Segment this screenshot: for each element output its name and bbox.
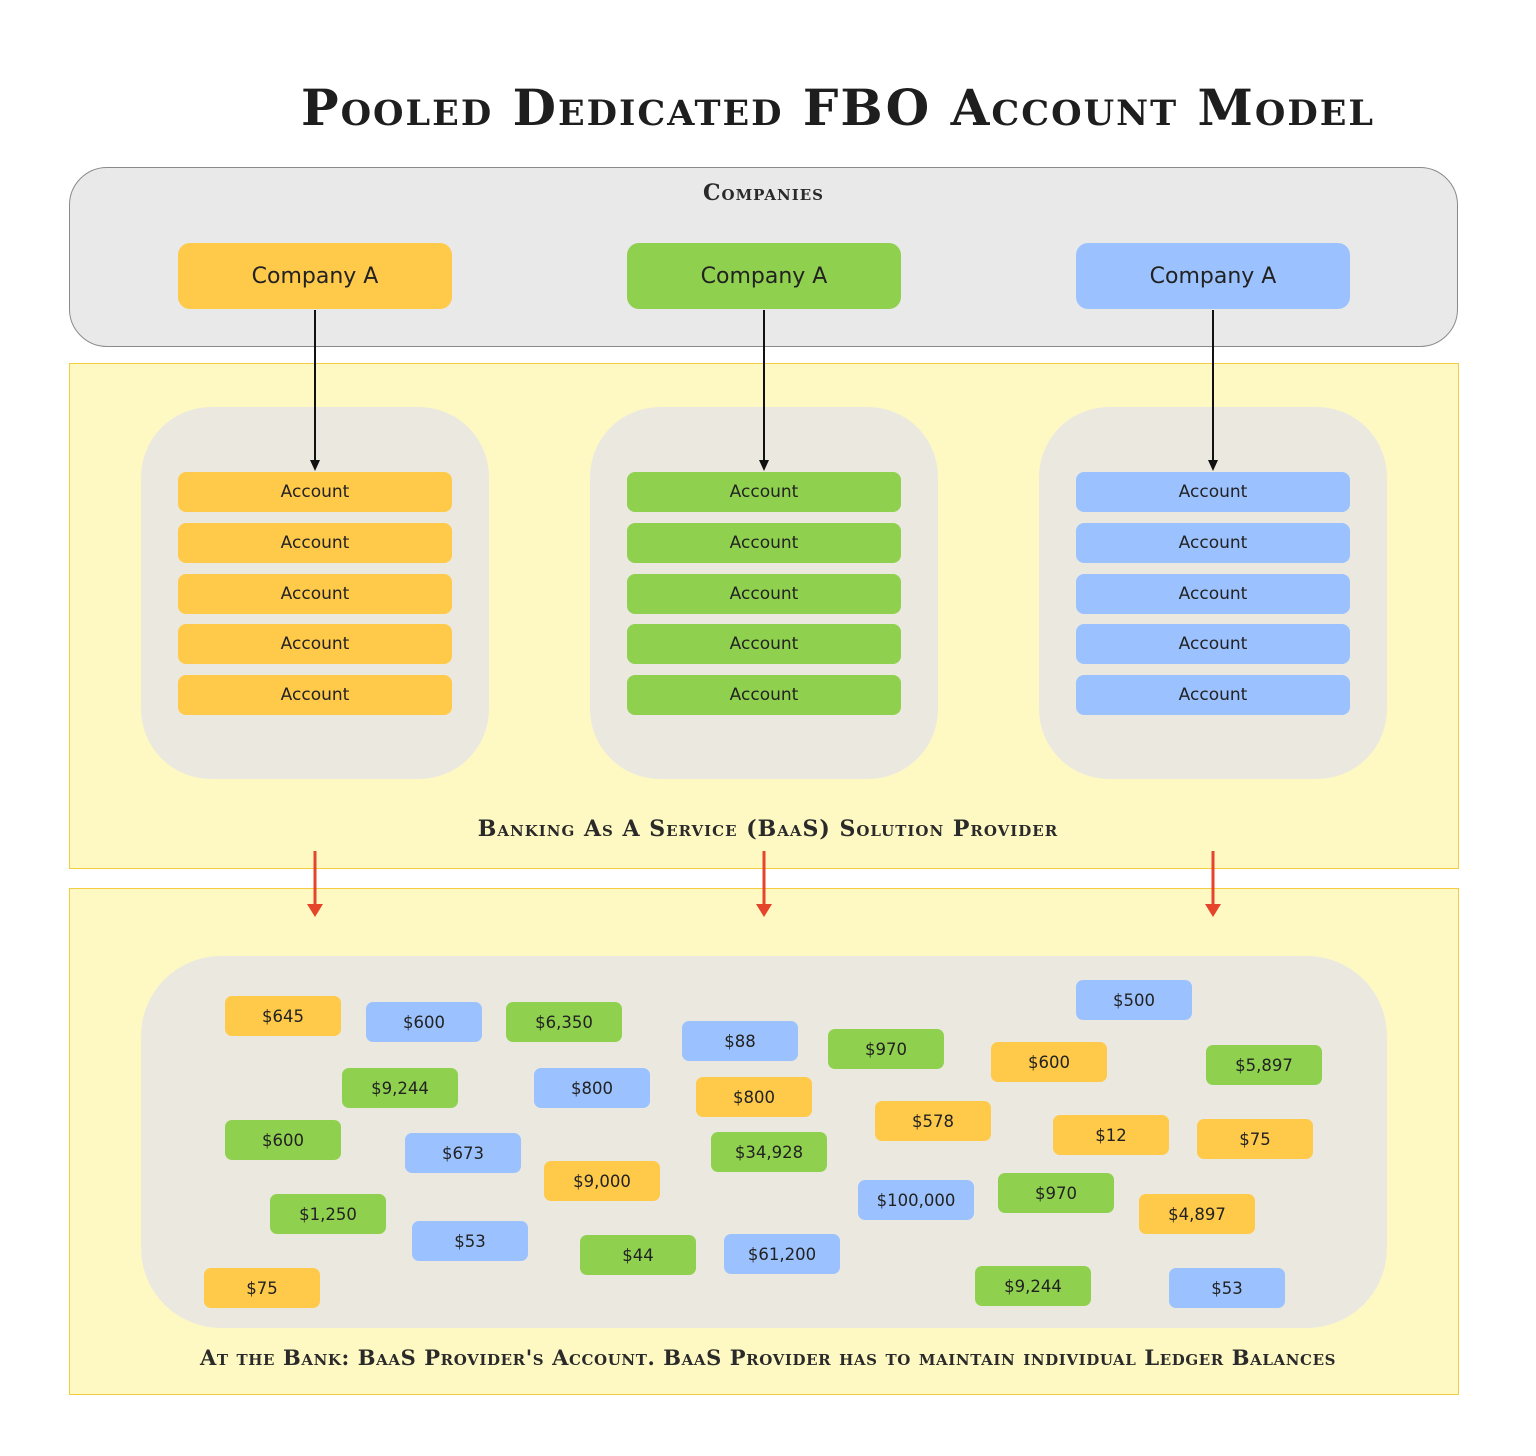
ledger-balance: $600 xyxy=(225,1120,341,1160)
company-box-blue[interactable]: Company A xyxy=(1076,243,1350,309)
account-item[interactable]: Account xyxy=(178,523,452,563)
ledger-balance: $800 xyxy=(696,1077,812,1117)
company-box-yellow[interactable]: Company A xyxy=(178,243,452,309)
account-item[interactable]: Account xyxy=(178,675,452,715)
page-title: Pooled Dedicated FBO Account Model xyxy=(300,78,1376,137)
red-arrow-icon xyxy=(307,851,1221,917)
account-item[interactable]: Account xyxy=(627,523,901,563)
ledger-balance: $100,000 xyxy=(858,1180,974,1220)
ledger-balance: $645 xyxy=(225,996,341,1036)
account-item[interactable]: Account xyxy=(1076,472,1350,512)
ledger-balance: $600 xyxy=(366,1002,482,1042)
ledger-balance: $673 xyxy=(405,1133,521,1173)
company-label: Company A xyxy=(700,263,828,289)
account-item[interactable]: Account xyxy=(627,574,901,614)
account-item[interactable]: Account xyxy=(627,472,901,512)
ledger-balance: $53 xyxy=(412,1221,528,1261)
account-item[interactable]: Account xyxy=(178,574,452,614)
baas-provider-label: Banking As A Service (BaaS) Solution Pro… xyxy=(477,816,1059,842)
ledger-balance: $970 xyxy=(998,1173,1114,1213)
company-box-green[interactable]: Company A xyxy=(627,243,901,309)
ledger-balance: $53 xyxy=(1169,1268,1285,1308)
ledger-balance: $88 xyxy=(682,1021,798,1061)
ledger-balance: $9,244 xyxy=(975,1266,1091,1306)
ledger-balance: $9,244 xyxy=(342,1068,458,1108)
account-item[interactable]: Account xyxy=(1076,574,1350,614)
account-item[interactable]: Account xyxy=(1076,675,1350,715)
ledger-balance: $970 xyxy=(828,1029,944,1069)
account-item[interactable]: Account xyxy=(627,675,901,715)
ledger-balance: $9,000 xyxy=(544,1161,660,1201)
ledger-balance: $578 xyxy=(875,1101,991,1141)
ledger-balance: $75 xyxy=(1197,1119,1313,1159)
account-item[interactable]: Account xyxy=(627,624,901,664)
company-label: Company A xyxy=(251,263,379,289)
ledger-balance: $34,928 xyxy=(711,1132,827,1172)
account-item[interactable]: Account xyxy=(1076,624,1350,664)
ledger-balance: $800 xyxy=(534,1068,650,1108)
company-label: Company A xyxy=(1149,263,1277,289)
black-arrow-icon xyxy=(310,310,1218,471)
ledger-balance: $75 xyxy=(204,1268,320,1308)
ledger-balance: $600 xyxy=(991,1042,1107,1082)
ledger-balance: $44 xyxy=(580,1235,696,1275)
ledger-balance: $5,897 xyxy=(1206,1045,1322,1085)
ledger-balance: $12 xyxy=(1053,1115,1169,1155)
ledger-balance: $1,250 xyxy=(270,1194,386,1234)
account-item[interactable]: Account xyxy=(178,472,452,512)
ledger-balance: $500 xyxy=(1076,980,1192,1020)
companies-label: Companies xyxy=(703,180,824,206)
account-item[interactable]: Account xyxy=(1076,523,1350,563)
bank-label: At the Bank: BaaS Provider's Account. Ba… xyxy=(199,1345,1337,1370)
ledger-balance: $61,200 xyxy=(724,1234,840,1274)
ledger-balance: $6,350 xyxy=(506,1002,622,1042)
ledger-balance: $4,897 xyxy=(1139,1194,1255,1234)
account-item[interactable]: Account xyxy=(178,624,452,664)
